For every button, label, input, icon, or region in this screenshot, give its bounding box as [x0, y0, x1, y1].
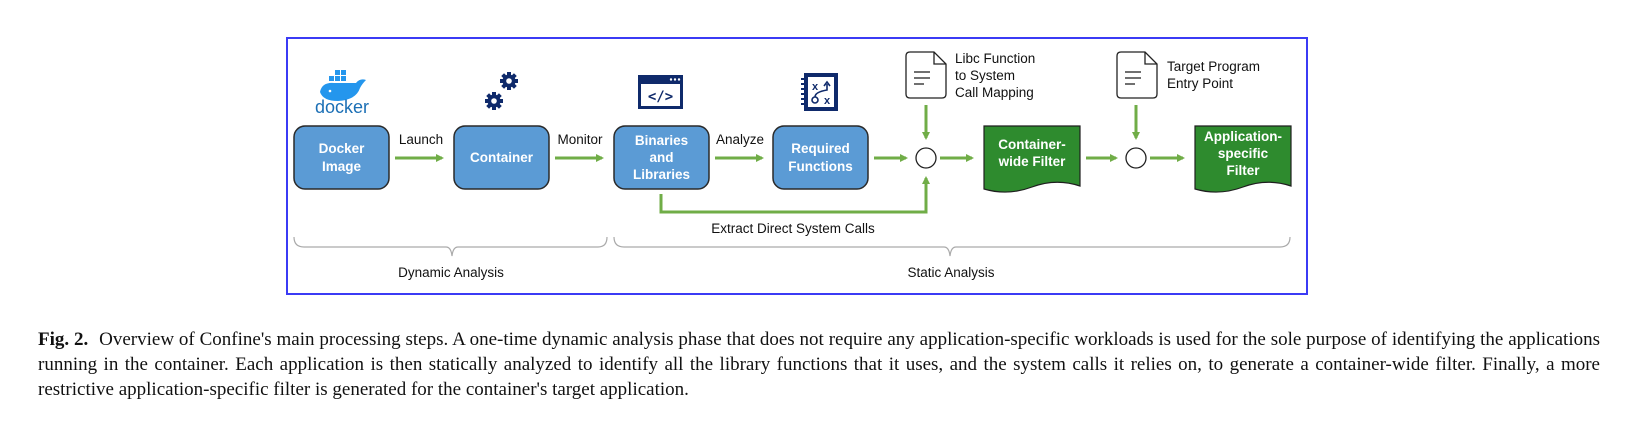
phase-label-dynamic: Dynamic Analysis: [398, 265, 504, 280]
svg-text:Application-: Application-: [1204, 129, 1282, 144]
svg-text:Container-: Container-: [998, 137, 1066, 152]
merge-junction-1: [915, 147, 937, 169]
code-window-icon: </>: [638, 75, 683, 109]
docker-logo-icon: docker: [315, 70, 369, 117]
svg-text:Docker: Docker: [319, 141, 366, 156]
node-application-specific-filter: Application- specific Filter: [1194, 125, 1292, 193]
svg-text:</>: </>: [648, 89, 673, 105]
svg-text:x: x: [824, 95, 831, 107]
figure-caption: Fig. 2. Overview of Confine's main proce…: [38, 327, 1600, 402]
svg-text:specific: specific: [1218, 146, 1269, 161]
phase-label-static: Static Analysis: [907, 265, 994, 280]
brace-static-analysis: [613, 236, 1291, 257]
edge-label-analyze: Analyze: [716, 132, 764, 147]
svg-text:Container: Container: [470, 150, 534, 165]
svg-text:Image: Image: [322, 159, 362, 174]
svg-text:Required: Required: [791, 141, 850, 156]
arrow-extract-direct-syscalls: [659, 176, 930, 214]
svg-text:Filter: Filter: [1226, 163, 1260, 178]
svg-text:Functions: Functions: [788, 159, 853, 174]
figure-frame: [286, 37, 1308, 295]
brace-dynamic-analysis: [293, 236, 608, 257]
caption-figure-label: Fig. 2.: [38, 329, 89, 350]
svg-text:to System: to System: [955, 68, 1015, 83]
libc-mapping-label: Libc Function to System Call Mapping: [955, 51, 1035, 100]
document-icon-entry-point: [1116, 51, 1158, 99]
edge-label-extract: Extract Direct System Calls: [711, 221, 875, 236]
edge-label-monitor: Monitor: [557, 132, 603, 147]
svg-text:Entry Point: Entry Point: [1167, 76, 1233, 91]
svg-text:Target Program: Target Program: [1167, 59, 1260, 74]
entry-point-label: Target Program Entry Point: [1167, 59, 1260, 91]
node-docker-image: Docker Image: [293, 125, 390, 190]
svg-text:Libc Function: Libc Function: [955, 51, 1035, 66]
svg-text:and: and: [649, 150, 673, 165]
node-container-wide-filter: Container- wide Filter: [983, 125, 1081, 193]
svg-text:x: x: [812, 81, 819, 93]
docker-logo-text: docker: [315, 97, 369, 117]
merge-junction-2: [1125, 147, 1147, 169]
svg-text:Binaries: Binaries: [635, 133, 688, 148]
caption-text: Overview of Confine's main processing st…: [38, 329, 1601, 400]
svg-text:wide Filter: wide Filter: [998, 154, 1067, 169]
node-binaries-libraries: Binaries and Libraries: [613, 125, 710, 190]
node-required-functions: Required Functions: [772, 125, 869, 190]
edge-label-launch: Launch: [399, 132, 443, 147]
node-container: Container: [453, 125, 550, 190]
svg-text:Call Mapping: Call Mapping: [955, 85, 1034, 100]
document-icon-libc-mapping: [905, 51, 947, 99]
svg-text:Libraries: Libraries: [633, 167, 690, 182]
strategy-notebook-icon: x x: [801, 73, 838, 111]
gears-icon: [485, 72, 518, 110]
